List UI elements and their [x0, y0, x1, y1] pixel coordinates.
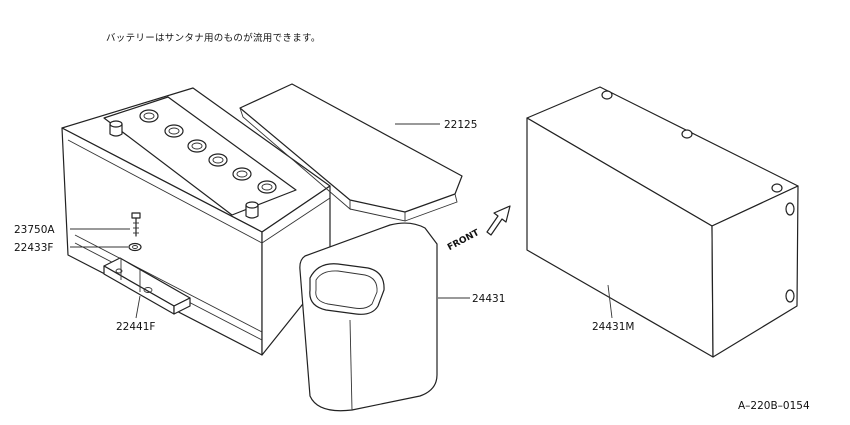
front-arrow-icon	[486, 205, 511, 236]
label-bracket: 22441F	[116, 321, 155, 333]
label-insulator: 24431	[472, 293, 505, 305]
battery-insulator	[299, 222, 438, 412]
label-bolt: 23750A	[14, 224, 55, 236]
label-box: 24431M	[592, 321, 634, 333]
bracket	[103, 257, 191, 315]
battery	[61, 87, 331, 356]
label-cover: 22125	[444, 119, 477, 131]
vent-caps	[139, 109, 277, 194]
battery-cover	[239, 83, 463, 222]
reference-code: A–220B–0154	[738, 400, 810, 412]
front-label: FRONT	[446, 228, 482, 253]
washer	[128, 242, 142, 252]
terminal-posts	[109, 120, 259, 219]
note-text: バッテリーはサンタナ用のものが流用できます。	[106, 33, 321, 44]
label-washer: 22433F	[14, 242, 53, 254]
battery-box	[526, 86, 799, 358]
bolt	[131, 212, 141, 237]
